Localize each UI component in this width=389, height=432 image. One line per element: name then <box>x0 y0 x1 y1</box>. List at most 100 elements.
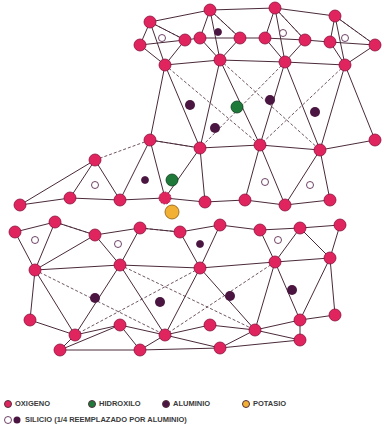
oxygen-atom <box>114 319 126 331</box>
silicon-atom <box>215 29 222 36</box>
hidden-bond-line <box>220 60 320 150</box>
bond-line <box>285 150 330 205</box>
oxygen-atom <box>339 59 351 71</box>
oxygen-atom <box>54 344 66 356</box>
aluminium-atom <box>185 100 195 110</box>
bond-line <box>200 10 240 60</box>
oxygen-atom <box>314 144 326 156</box>
oxygen-atom <box>134 222 146 234</box>
bond-line <box>20 160 95 205</box>
oxygen-atom <box>29 264 41 276</box>
aluminium-atom <box>90 293 100 303</box>
aluminium-atom <box>225 291 235 301</box>
bond-line <box>120 140 165 200</box>
oxygen-atom <box>194 32 206 44</box>
aluminium-atom <box>210 123 220 133</box>
oxygen-atom <box>369 134 381 146</box>
hidden-bond-line <box>165 262 275 335</box>
oxygen-atom <box>294 314 306 326</box>
legend-label: POTASIO <box>253 400 286 408</box>
bond-line <box>150 140 375 150</box>
hidden-bond-line <box>75 268 200 335</box>
legend-swatch <box>242 400 250 408</box>
oxygen-atom <box>144 16 156 28</box>
oxygen-atom <box>114 194 126 206</box>
bond-line <box>150 8 335 22</box>
oxygen-atom <box>259 32 271 44</box>
oxygen-atom <box>214 219 226 231</box>
hidden-bond-line <box>35 270 165 335</box>
silicon-atom <box>115 241 122 248</box>
hidden-bond-line <box>260 65 345 145</box>
oxygen-atom <box>64 192 76 204</box>
silicon-atom <box>262 179 269 186</box>
legend-swatch <box>88 400 96 408</box>
oxygen-atom <box>324 252 336 264</box>
silicon-atom <box>280 30 287 37</box>
oxygen-atom <box>9 226 21 238</box>
bond-line <box>30 258 335 335</box>
oxygen-atom <box>369 39 381 51</box>
hidden-bond-line <box>335 16 375 45</box>
hidden-bond-line <box>165 65 260 145</box>
oxygen-atom <box>299 34 311 46</box>
oxygen-atom <box>334 219 346 231</box>
aluminium-atom <box>155 297 165 307</box>
oxygen-atom <box>69 329 81 341</box>
oxygen-atom <box>159 329 171 341</box>
oxygen-atom <box>329 309 341 321</box>
oxygen-atom <box>254 224 266 236</box>
potassium-atom <box>165 205 179 219</box>
legend-open-circle <box>5 417 12 424</box>
bond-line <box>20 198 70 205</box>
bond-line <box>165 60 345 65</box>
potassium-atom <box>165 205 179 219</box>
oxygen-atom <box>324 36 336 48</box>
oxygen-atom <box>239 194 251 206</box>
bond-line <box>245 145 285 205</box>
legend-swatch <box>4 400 12 408</box>
hydroxyl-group <box>231 101 243 113</box>
oxygen-atom <box>279 199 291 211</box>
hidden-bond-line <box>275 8 305 40</box>
oxygen-atom <box>294 222 306 234</box>
legend-label: SILICIO (1/4 REEMPLAZADO POR ALUMINIO) <box>25 416 187 424</box>
bond-line <box>330 16 375 65</box>
aluminium-atom <box>310 107 320 117</box>
hidden-bond-line <box>150 140 200 148</box>
oxygen-atom <box>234 32 246 44</box>
aluminium-atom <box>287 285 297 295</box>
oxygen-atom <box>24 314 36 326</box>
silicon-atom <box>92 182 99 189</box>
oxygen-atom <box>214 54 226 66</box>
silicon-atom <box>142 177 149 184</box>
oxygen-atom <box>144 134 156 146</box>
oxygen-atom <box>194 142 206 154</box>
bond-line <box>60 340 300 350</box>
oxygen-atom <box>174 226 186 238</box>
oxygen-atom <box>324 194 336 206</box>
legend-label: OXIGENO <box>15 400 50 408</box>
bond-line <box>60 320 300 350</box>
oxygen-atom <box>204 4 216 16</box>
hydroxyl-group <box>166 174 178 186</box>
oxygen-atom <box>179 34 191 46</box>
oxygen-atom <box>329 10 341 22</box>
bond-line <box>35 258 330 270</box>
hidden-bond-line <box>95 140 150 160</box>
bond-line <box>260 228 300 262</box>
silicon-atom <box>197 241 204 248</box>
aluminium-atom <box>90 95 320 307</box>
legend-label: ALUMINIO <box>173 400 210 408</box>
hidden-bond-line <box>35 8 375 335</box>
silicon-atom <box>275 237 282 244</box>
aluminium-atom <box>265 95 275 105</box>
hidden-bond-line <box>200 62 285 148</box>
oxygen-atom <box>114 259 126 271</box>
oxygen-atom <box>9 2 381 356</box>
bond-line <box>15 222 55 270</box>
silicon-atom <box>159 35 166 42</box>
oxygen-atom <box>204 319 216 331</box>
